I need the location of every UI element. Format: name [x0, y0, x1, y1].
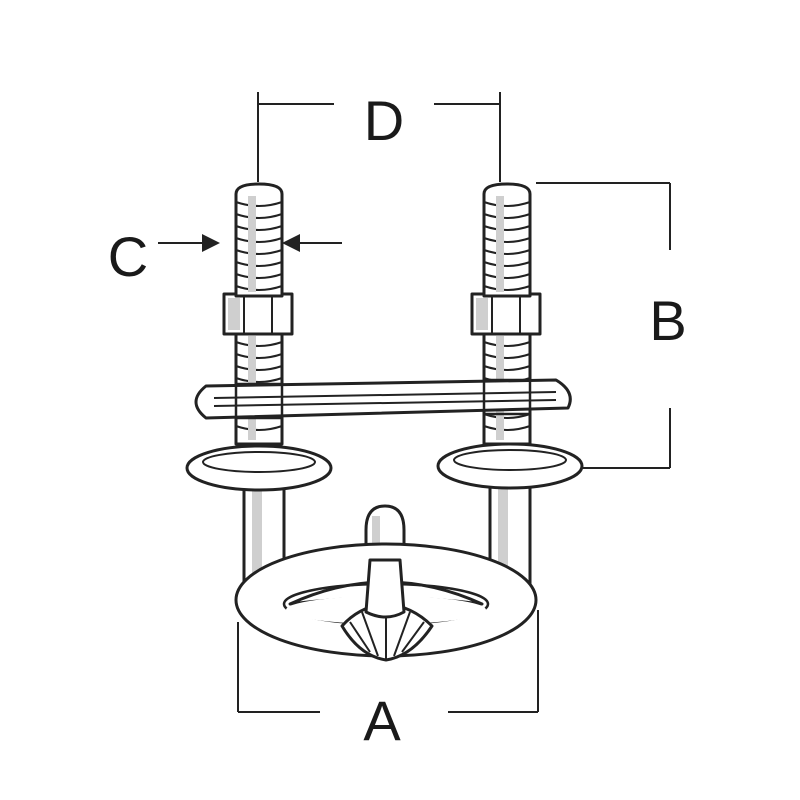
- right-hex-nut: [470, 292, 542, 336]
- dimension-a: A: [237, 610, 539, 752]
- connecting-plate: [194, 378, 572, 420]
- left-hex-nut: [222, 292, 294, 336]
- left-upper-thread: [234, 182, 284, 298]
- label-c: C: [108, 225, 148, 288]
- label-b: B: [649, 289, 686, 352]
- dimension-c: C: [108, 225, 342, 288]
- dimension-b: B: [536, 182, 687, 469]
- arrow-right-icon: [202, 234, 220, 252]
- dimension-d: D: [257, 89, 501, 182]
- right-upper-thread: [482, 182, 532, 298]
- right-base-washer: [436, 442, 584, 490]
- arrow-left-icon: [282, 234, 300, 252]
- label-d: D: [364, 89, 404, 152]
- center-fan: [340, 558, 434, 662]
- label-a: A: [363, 689, 401, 752]
- left-base-washer: [185, 444, 333, 492]
